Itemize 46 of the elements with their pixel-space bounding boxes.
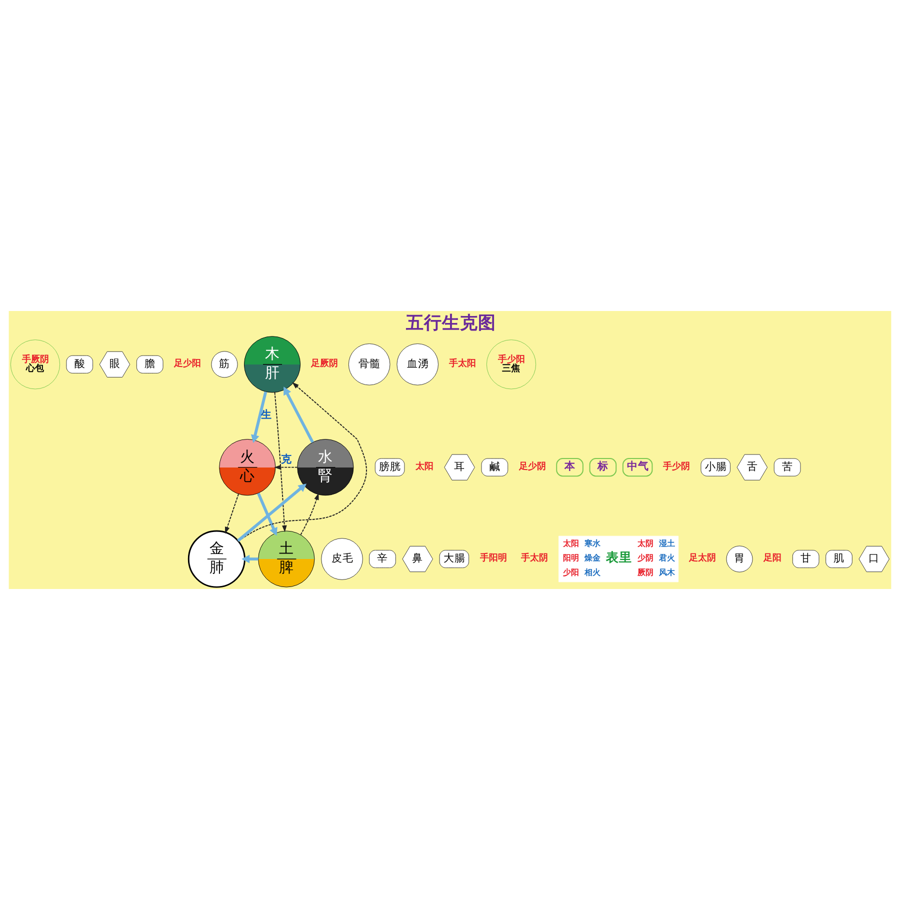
node-circle: 金 肺 xyxy=(188,530,246,588)
node-box: 标 xyxy=(589,458,617,477)
node-box: 肌 xyxy=(826,550,852,568)
node-box: 膽 xyxy=(136,355,164,374)
label: 足太阴 xyxy=(689,554,716,564)
label: 手太阴 xyxy=(521,554,548,564)
node-circle: 手少阳 三焦 xyxy=(486,340,536,390)
node-box: 甘 xyxy=(792,550,820,568)
node-box: 鹹 xyxy=(481,458,508,476)
node-box: 本 xyxy=(556,458,584,477)
node-circle: 骨髓 xyxy=(348,344,390,386)
label: 足少阳 xyxy=(174,359,201,370)
arrow xyxy=(242,554,258,564)
node-box: 膀胱 xyxy=(374,458,405,476)
node-circle: 筋 xyxy=(211,351,238,378)
node-circle: 胃 xyxy=(726,546,753,572)
label: 手阳明 xyxy=(480,554,507,564)
label: 太阳 xyxy=(415,462,434,472)
label: 手少阴 xyxy=(663,462,690,472)
diagram-title: 五行生克图 xyxy=(406,313,496,334)
arrow xyxy=(274,464,298,470)
node-box: 酸 xyxy=(66,355,94,374)
node-box: 苦 xyxy=(774,458,801,476)
node-box: 小腸 xyxy=(700,458,730,476)
node-box: 大腸 xyxy=(439,550,470,568)
arrow xyxy=(284,386,314,443)
edge-label: 生 xyxy=(261,408,272,422)
arrow xyxy=(274,392,287,532)
label: 足厥阴 xyxy=(311,359,338,370)
node-circle: 血湧 xyxy=(396,344,438,386)
arrow xyxy=(300,493,319,536)
arrow xyxy=(251,391,268,443)
node-box: 中气 xyxy=(622,458,653,477)
arrow xyxy=(257,492,278,536)
node-box: 辛 xyxy=(369,550,396,568)
node-circle: 土 脾 xyxy=(258,530,315,588)
node-circle: 皮毛 xyxy=(321,538,363,580)
label: 足阳 xyxy=(764,554,782,564)
arrow xyxy=(225,494,239,534)
edge-label: 克 xyxy=(281,452,292,466)
node-circle: 火 心 xyxy=(219,439,276,496)
arrow xyxy=(238,382,367,542)
label: 足少阴 xyxy=(518,462,546,472)
node-circle: 手厥阴 心包 xyxy=(10,340,60,390)
arrow xyxy=(237,484,306,542)
label: 手太阳 xyxy=(449,359,476,370)
